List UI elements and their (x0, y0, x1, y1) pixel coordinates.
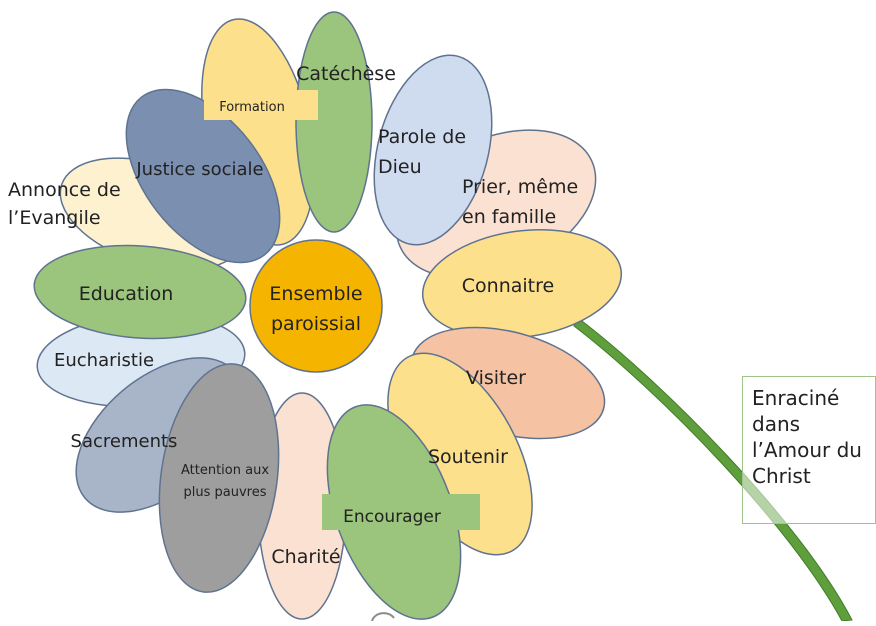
root-caption-line-1: Enraciné (752, 386, 840, 410)
label-catechese: Catéchèse (296, 63, 396, 85)
root-caption-line-3: l’Amour du (752, 438, 862, 462)
label-justice-line-1: Justice sociale (135, 159, 263, 180)
label-eucharistie-line-1: Eucharistie (54, 350, 154, 371)
label-eucharistie: Eucharistie (54, 350, 154, 371)
label-prier: Prier, même en famille (462, 176, 578, 228)
root-caption-box: Enraciné dans l’Amour du Christ (742, 376, 876, 524)
label-bg-formation (204, 90, 318, 120)
label-charite-line-1: Charité (271, 546, 340, 568)
label-parole-line-1: Parole de (378, 126, 466, 148)
root-caption-line-4: Christ (752, 464, 811, 488)
center-label: Ensemble paroissial (269, 283, 362, 335)
label-visiter: Visiter (466, 367, 526, 389)
label-annonce: Annonce de l’Evangile (8, 179, 121, 229)
label-connaitre: Connaitre (462, 275, 554, 297)
label-annonce-line-2: l’Evangile (8, 207, 101, 229)
center-label-line-2: paroissial (271, 313, 361, 335)
label-attention-line-2: plus pauvres (184, 485, 267, 500)
petals (33, 11, 623, 620)
center-disc (249, 239, 383, 373)
petal-catechese (295, 11, 373, 233)
label-sacrements-line-1: Sacrements (71, 431, 178, 452)
label-visiter-line-1: Visiter (466, 367, 526, 389)
label-education-line-1: Education (79, 283, 174, 305)
label-encourager-line-1: Encourager (343, 507, 441, 527)
label-connaitre-line-1: Connaitre (462, 275, 554, 297)
label-bg-encourager (322, 494, 480, 530)
label-sacrements: Sacrements (71, 431, 178, 452)
label-catechese-line-1: Catéchèse (296, 63, 396, 85)
label-soutenir: Soutenir (428, 446, 508, 468)
root-caption-line-2: dans (752, 412, 801, 436)
petal-attention (158, 363, 280, 593)
label-education: Education (79, 283, 174, 305)
petal-education (33, 244, 247, 340)
bottom-arc-decoration (371, 612, 395, 622)
petal-parole (373, 54, 493, 246)
label-prier-line-1: Prier, même (462, 176, 578, 198)
label-encourager: Encourager (343, 507, 441, 527)
label-attention-line-1: Attention aux (181, 463, 269, 478)
label-parole: Parole de Dieu (378, 126, 466, 178)
label-charite: Charité (271, 546, 340, 568)
label-prier-line-2: en famille (462, 206, 556, 228)
petal-justice (125, 88, 281, 264)
label-parole-line-2: Dieu (378, 156, 422, 178)
label-attention: Attention aux plus pauvres (181, 463, 269, 500)
label-formation: Formation (219, 100, 285, 115)
center-label-line-1: Ensemble (269, 283, 362, 305)
label-soutenir-line-1: Soutenir (428, 446, 508, 468)
label-annonce-line-1: Annonce de (8, 179, 121, 201)
label-justice: Justice sociale (135, 159, 263, 180)
label-formation-line-1: Formation (219, 100, 285, 115)
